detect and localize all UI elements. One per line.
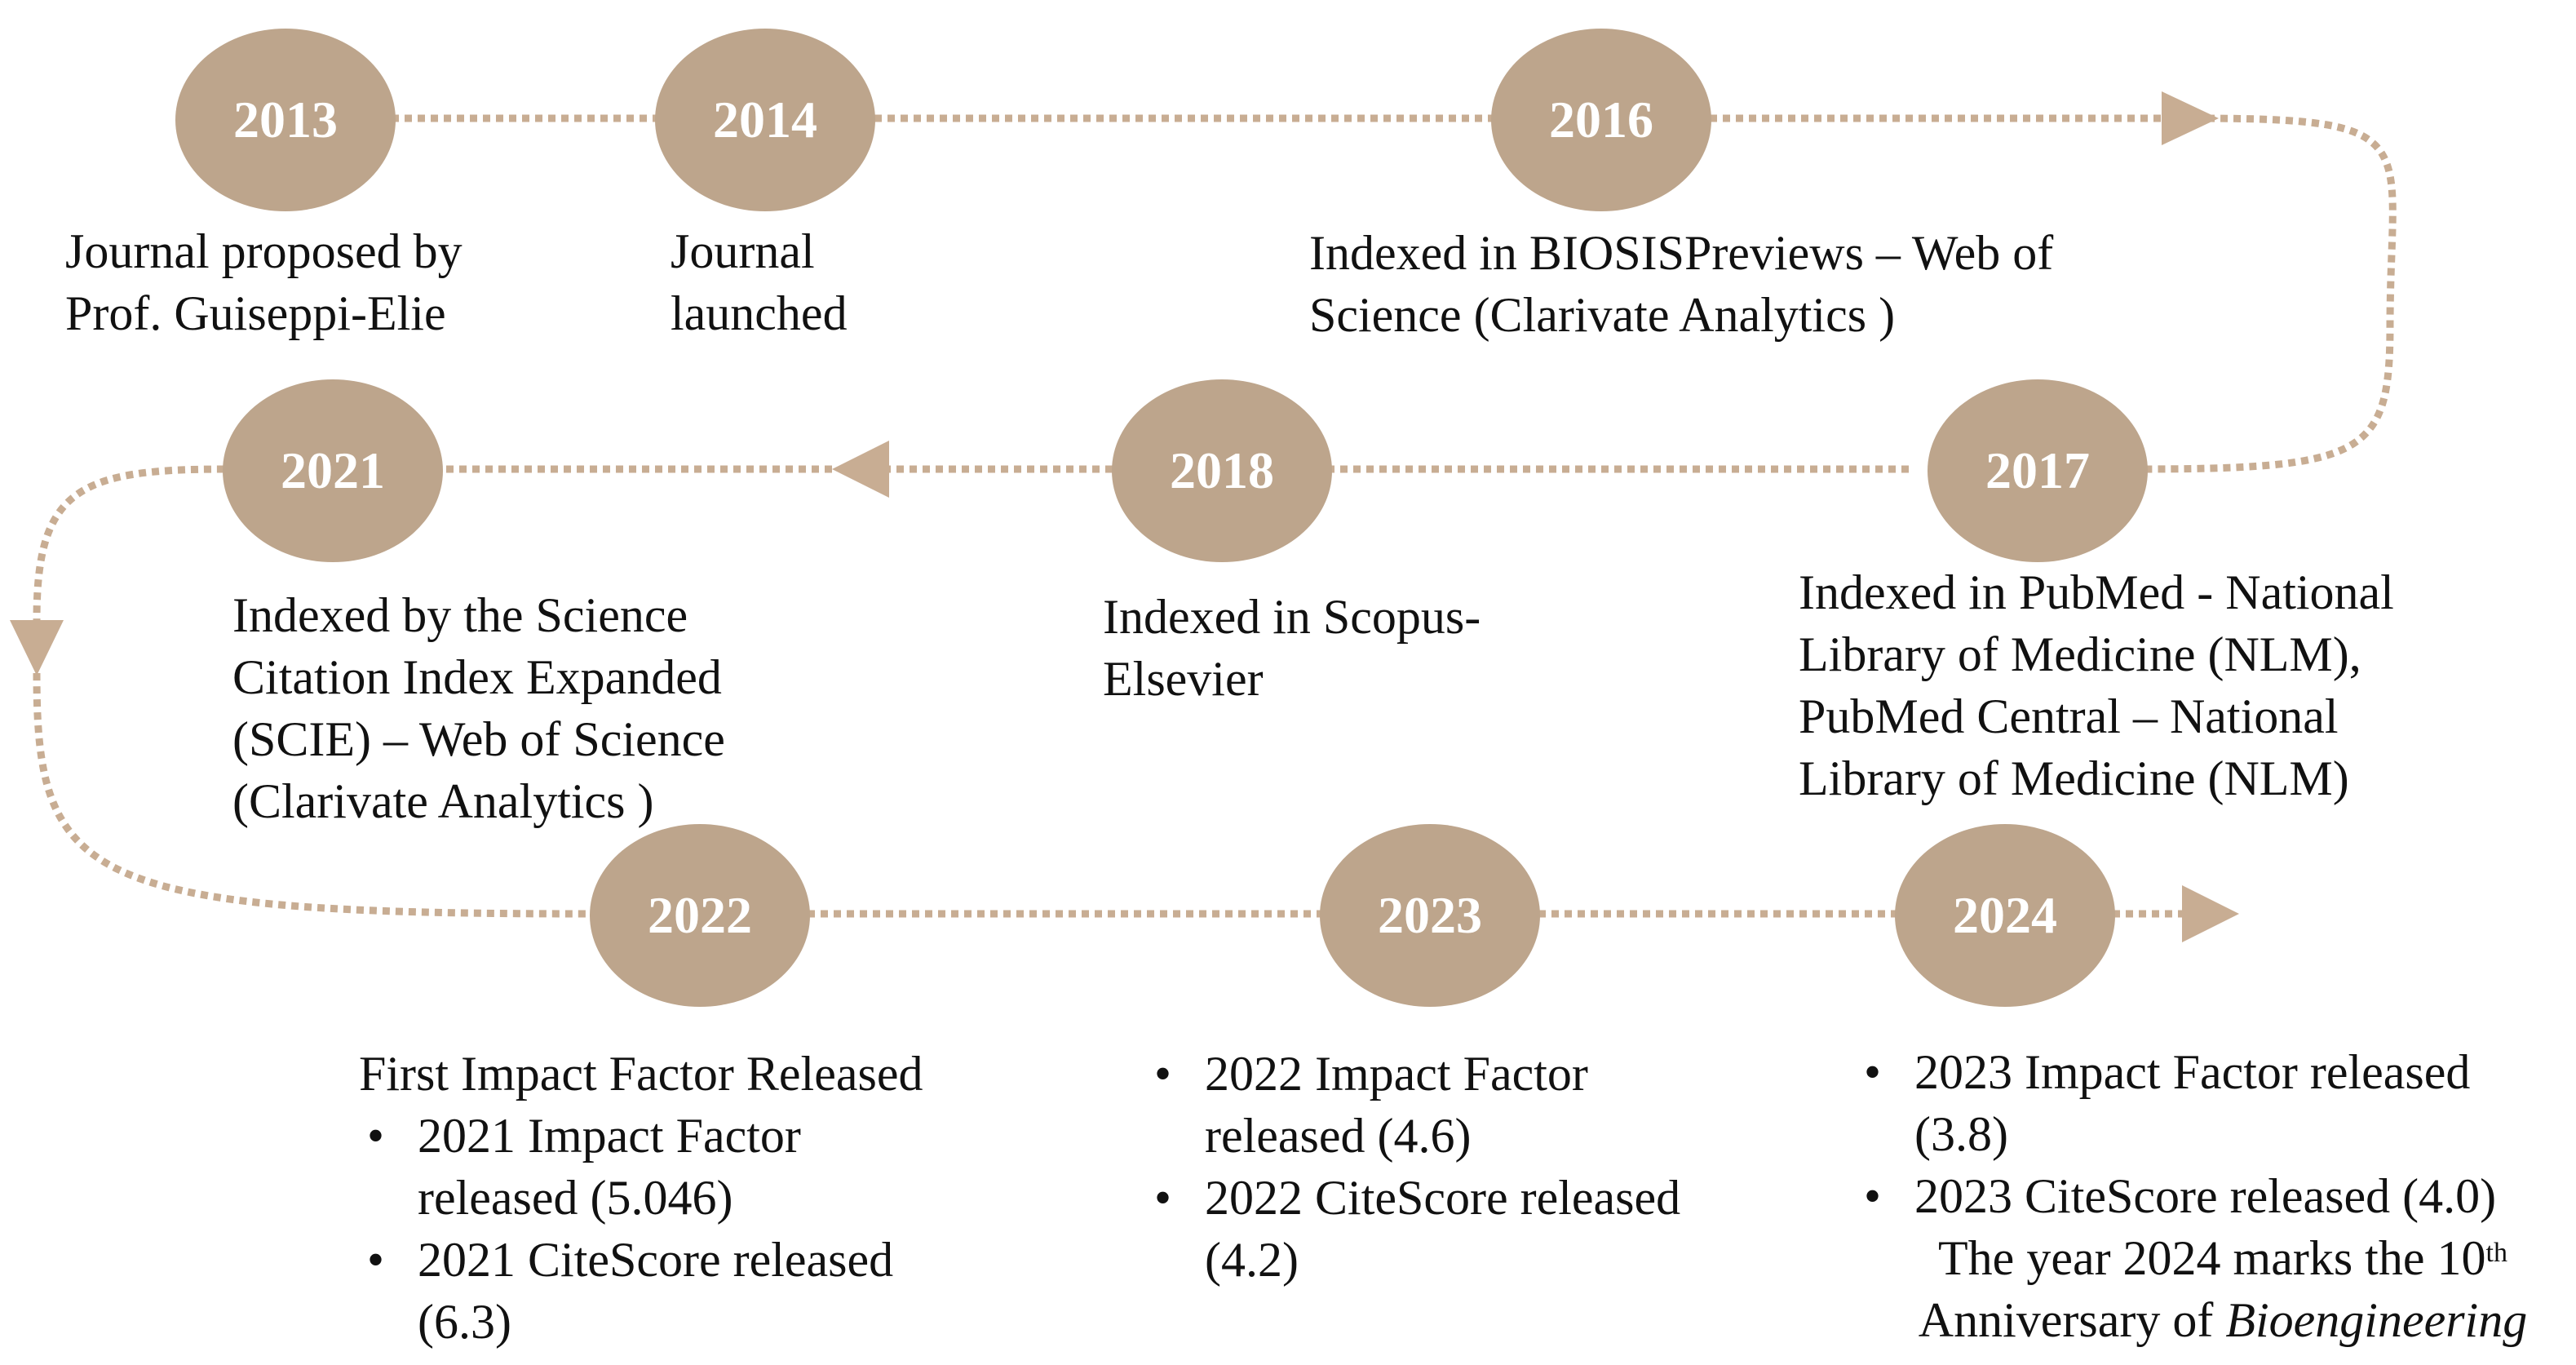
milestone-bullets: 2023 Impact Factor released (3.8) 2023 C… xyxy=(1856,1041,2496,1227)
bullet-item: 2023 Impact Factor released (3.8) xyxy=(1856,1041,2496,1165)
milestone-desc-2022: First Impact Factor Released 2021 Impact… xyxy=(359,1043,923,1353)
milestone-bullets: 2022 Impact Factor released (4.6) 2022 C… xyxy=(1146,1043,1680,1291)
journal-name: Bioengineering xyxy=(2225,1293,2528,1347)
connector-row2-to-row3-curve xyxy=(33,465,225,621)
milestone-node-2016: 2016 xyxy=(1491,29,1711,211)
bullet-item: 2021 Impact Factor released (5.046) xyxy=(359,1105,923,1229)
milestone-node-2022: 2022 xyxy=(590,824,810,1007)
connector-row2-to-row3-curve xyxy=(33,672,588,918)
bullet-item: 2021 CiteScore released (6.3) xyxy=(359,1229,923,1353)
milestone-node-2013: 2013 xyxy=(175,29,396,211)
milestone-desc-2024: 2023 Impact Factor released (3.8) 2023 C… xyxy=(1856,1041,2496,1227)
milestone-desc-2021: Indexed by the Science Citation Index Ex… xyxy=(232,588,725,828)
milestone-desc-2013: Journal proposed by Prof. Guiseppi-Elie xyxy=(65,224,463,340)
arrow-right-icon xyxy=(2182,885,2239,942)
milestone-desc-2023: 2022 Impact Factor released (4.6) 2022 C… xyxy=(1146,1043,1680,1291)
bullet-item: 2022 Impact Factor released (4.6) xyxy=(1146,1043,1680,1167)
milestone-node-2014: 2014 xyxy=(655,29,875,211)
connector-row1-to-row2-curve xyxy=(2128,114,2397,473)
arrow-down-icon xyxy=(10,620,64,676)
arrow-right-icon xyxy=(2162,91,2219,145)
milestone-bullets: 2021 Impact Factor released (5.046) 2021… xyxy=(359,1105,923,1353)
arrow-left-icon xyxy=(832,441,889,498)
milestone-heading: First Impact Factor Released xyxy=(359,1047,923,1101)
milestone-desc-2018: Indexed in Scopus- Elsevier xyxy=(1103,590,1481,706)
milestone-desc-2016: Indexed in BIOSISPreviews – Web of Scien… xyxy=(1309,226,2054,342)
milestone-node-2021: 2021 xyxy=(223,379,443,562)
milestone-node-2023: 2023 xyxy=(1320,824,1540,1007)
anniversary-note: The year 2024 marks the 10th Anniversary… xyxy=(1918,1231,2528,1347)
bullet-item: 2022 CiteScore released (4.2) xyxy=(1146,1167,1680,1291)
milestone-node-2017: 2017 xyxy=(1928,379,2148,562)
bullet-item: 2023 CiteScore released (4.0) xyxy=(1856,1165,2496,1227)
milestone-node-2018: 2018 xyxy=(1112,379,1332,562)
milestone-desc-2014: Journal launched xyxy=(671,224,848,340)
milestone-desc-2017: Indexed in PubMed - National Library of … xyxy=(1799,565,2394,805)
milestone-node-2024: 2024 xyxy=(1895,824,2115,1007)
